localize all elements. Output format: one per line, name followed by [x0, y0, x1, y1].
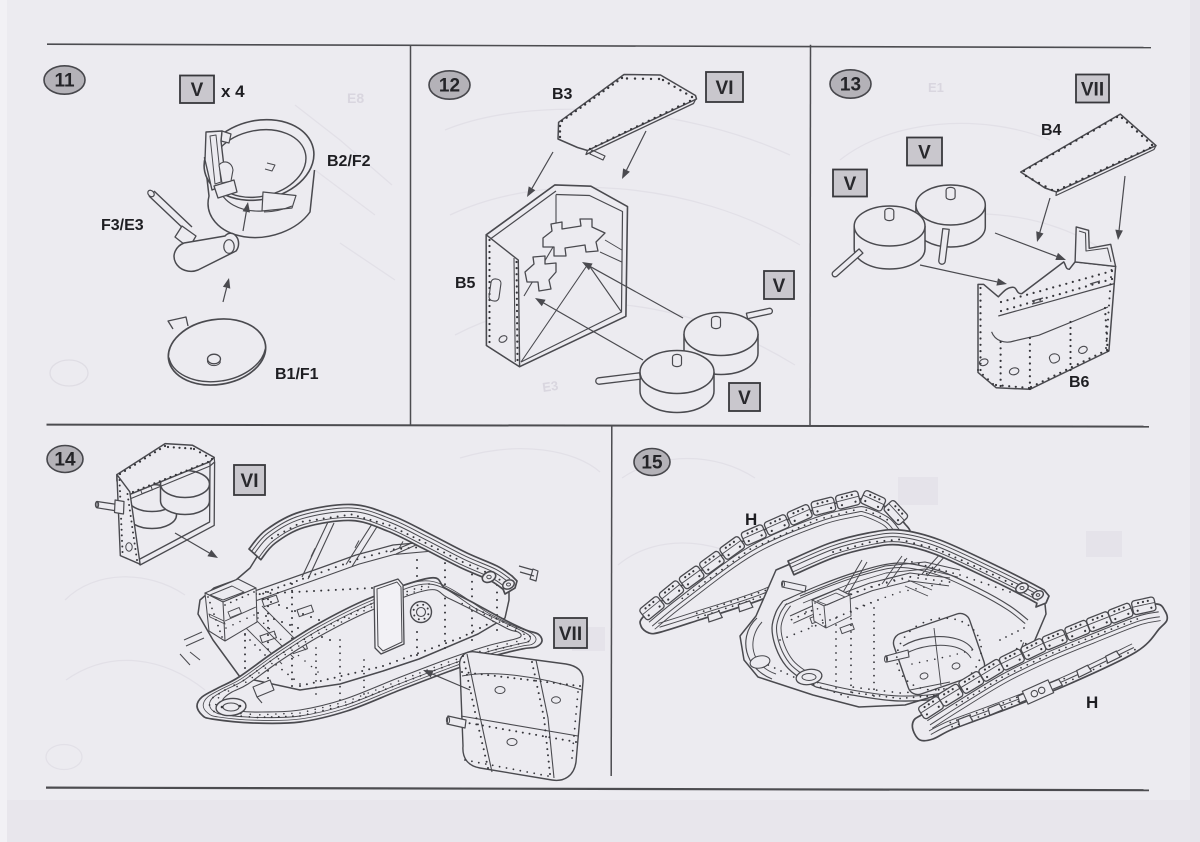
svg-text:E1: E1: [928, 80, 944, 95]
svg-text:B4: B4: [1041, 122, 1062, 139]
svg-text:VII: VII: [559, 624, 582, 645]
svg-text:B6: B6: [1069, 374, 1090, 391]
svg-text:V: V: [191, 80, 204, 101]
svg-text:VII: VII: [1081, 79, 1104, 100]
svg-text:V: V: [844, 174, 857, 195]
svg-text:B3: B3: [552, 86, 573, 103]
svg-text:V: V: [773, 276, 786, 297]
svg-text:E8: E8: [347, 90, 364, 106]
svg-text:12: 12: [439, 76, 460, 97]
svg-text:VI: VI: [716, 78, 734, 99]
svg-text:F3/E3: F3/E3: [101, 217, 144, 234]
svg-text:V: V: [918, 142, 931, 163]
svg-text:x 4: x 4: [221, 82, 245, 101]
svg-text:V: V: [738, 388, 751, 409]
svg-text:13: 13: [840, 75, 861, 96]
svg-text:B2/F2: B2/F2: [327, 153, 371, 170]
svg-text:VI: VI: [241, 471, 259, 492]
svg-text:H: H: [745, 510, 757, 529]
svg-text:H: H: [1086, 693, 1098, 712]
svg-text:11: 11: [54, 71, 75, 92]
svg-text:B1/F1: B1/F1: [275, 366, 319, 383]
svg-text:B5: B5: [455, 275, 476, 292]
svg-text:E3: E3: [541, 378, 559, 395]
svg-text:15: 15: [641, 453, 663, 474]
svg-text:14: 14: [54, 450, 76, 471]
